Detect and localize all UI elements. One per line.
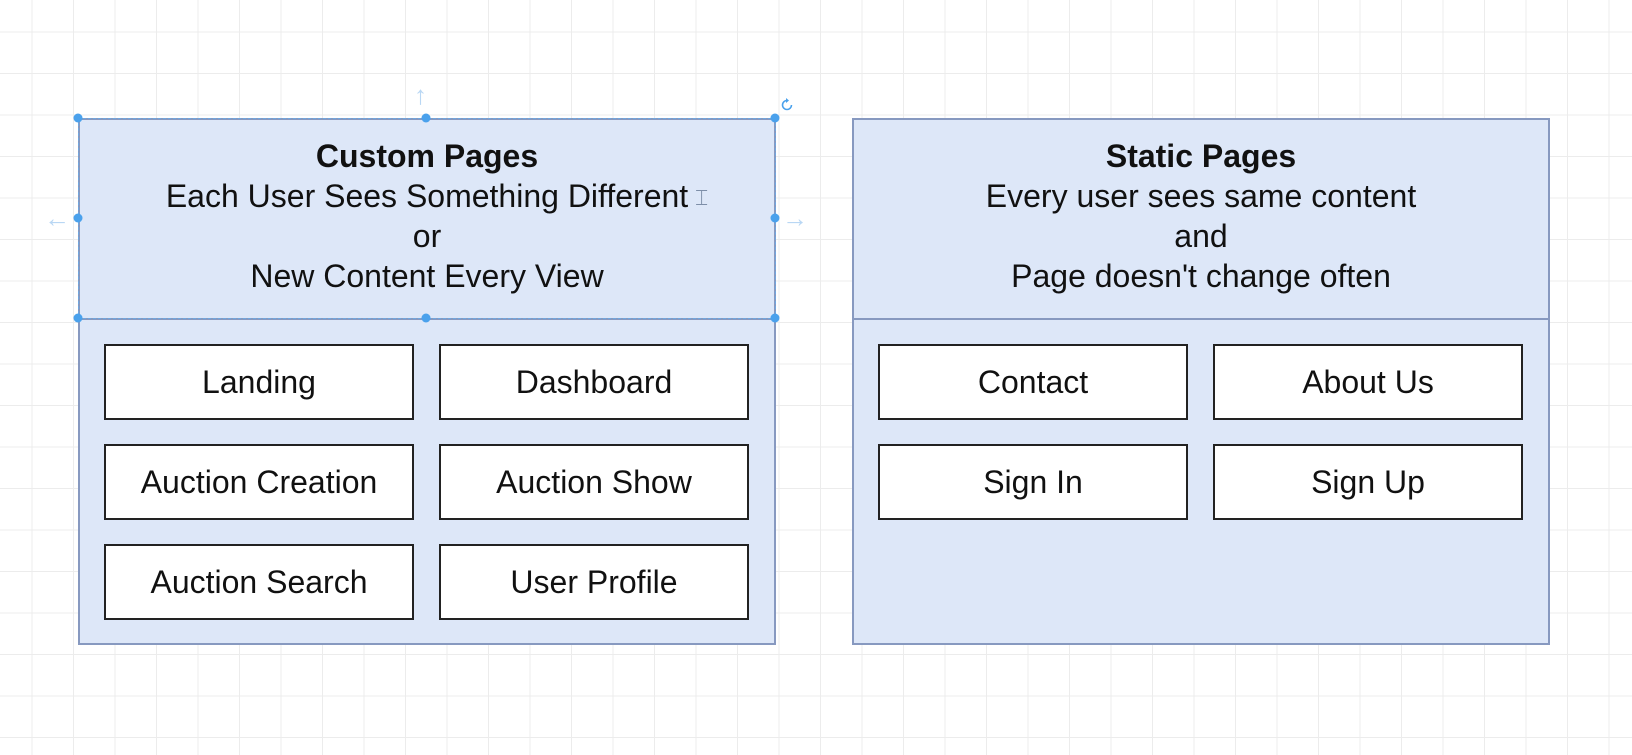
page-box-sign-in[interactable]: Sign In — [878, 444, 1188, 520]
page-box-user-profile[interactable]: User Profile — [439, 544, 749, 620]
page-box-auction-search[interactable]: Auction Search — [104, 544, 414, 620]
page-box-contact[interactable]: Contact — [878, 344, 1188, 420]
custom-pages-header[interactable]: Custom Pages Each User Sees Something Di… — [80, 120, 774, 320]
resize-handle-right[interactable] — [770, 213, 780, 223]
custom-pages-panel[interactable]: Custom Pages Each User Sees Something Di… — [78, 118, 776, 645]
page-box-auction-creation[interactable]: Auction Creation — [104, 444, 414, 520]
static-pages-header[interactable]: Static Pages Every user sees same conten… — [854, 120, 1548, 320]
custom-pages-line-1: Each User Sees Something Different — [165, 178, 689, 214]
page-box-dashboard[interactable]: Dashboard — [439, 344, 749, 420]
move-arrow-up-icon[interactable]: ↑ — [414, 80, 427, 110]
custom-pages-line-2: or — [412, 218, 442, 254]
move-arrow-left-icon[interactable]: ← — [44, 203, 70, 233]
resize-handle-bottom[interactable] — [421, 313, 431, 323]
resize-handle-bottom-left[interactable] — [73, 313, 83, 323]
static-pages-panel[interactable]: Static Pages Every user sees same conten… — [852, 118, 1550, 645]
resize-handle-top-right[interactable] — [770, 113, 780, 123]
static-pages-grid: Contact About Us Sign In Sign Up — [878, 344, 1523, 520]
resize-handle-top[interactable] — [421, 113, 431, 123]
custom-pages-line-3: New Content Every View — [250, 258, 604, 294]
static-pages-line-1: Every user sees same content — [985, 178, 1417, 214]
move-arrow-right-icon[interactable]: → — [782, 203, 808, 233]
rotate-icon[interactable] — [779, 97, 795, 113]
resize-handle-left[interactable] — [73, 213, 83, 223]
static-pages-line-3: Page doesn't change often — [1011, 258, 1391, 294]
page-box-auction-show[interactable]: Auction Show — [439, 444, 749, 520]
static-pages-title: Static Pages — [1105, 138, 1297, 174]
static-pages-line-2: and — [1174, 218, 1228, 254]
text-cursor-icon: ⌶ — [695, 185, 709, 210]
custom-pages-title: Custom Pages — [315, 138, 539, 174]
resize-handle-bottom-right[interactable] — [770, 313, 780, 323]
page-box-about-us[interactable]: About Us — [1213, 344, 1523, 420]
page-box-sign-up[interactable]: Sign Up — [1213, 444, 1523, 520]
custom-pages-grid: Landing Dashboard Auction Creation Aucti… — [104, 344, 749, 620]
resize-handle-top-left[interactable] — [73, 113, 83, 123]
page-box-landing[interactable]: Landing — [104, 344, 414, 420]
